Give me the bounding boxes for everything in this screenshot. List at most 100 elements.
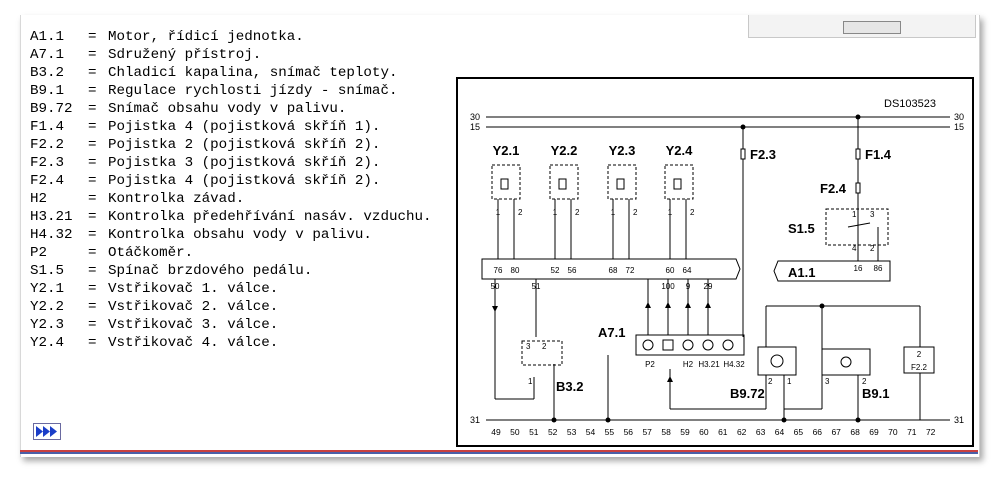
legend-equals: = (88, 209, 97, 225)
svg-text:76: 76 (494, 266, 503, 275)
legend-equals: = (88, 119, 97, 135)
diagram-id: DS103523 (884, 98, 936, 110)
legend-code: Y2.2 (30, 299, 65, 315)
legend-description: Pojistka 3 (pojistková skříň 2). (108, 155, 381, 171)
svg-text:2: 2 (575, 208, 580, 217)
legend-code: A7.1 (30, 47, 65, 63)
f23-label: F2.3 (750, 147, 776, 162)
legend-description: Vstřikovač 4. válce. (108, 335, 279, 351)
svg-text:2: 2 (862, 377, 867, 386)
svg-text:68: 68 (609, 266, 618, 275)
wiring-diagram-svg: DS103523 30 30 15 15 31 31 Y2.1 Y2.2 Y2.… (470, 98, 964, 437)
injector-y21 (491, 164, 521, 259)
legend-description: Spínač brzdového pedálu. (108, 263, 313, 279)
svg-text:H3.21: H3.21 (698, 360, 720, 369)
terminal-number: 64 (775, 427, 785, 437)
legend-equals: = (88, 263, 97, 279)
y23-label: Y2.3 (609, 143, 636, 158)
svg-text:52: 52 (551, 266, 560, 275)
f22-label: F2.2 (911, 363, 928, 372)
legend-description: Pojistka 4 (pojistková skříň 1). (108, 119, 381, 135)
triple-arrow-right-icon (36, 426, 57, 437)
legend-code: F2.4 (30, 173, 65, 189)
component-legend: A1.1=Motor, řídicí jednotka.A7.1=Sdružen… (30, 28, 458, 352)
legend-description: Vstřikovač 1. válce. (108, 281, 279, 297)
s15-label: S1.5 (788, 221, 815, 236)
legend-code: F2.2 (30, 137, 65, 153)
legend-code: B9.1 (30, 83, 65, 99)
svg-text:16: 16 (854, 264, 863, 273)
svg-text:3: 3 (825, 377, 830, 386)
terminal-number: 56 (624, 427, 634, 437)
terminal-number: 57 (642, 427, 652, 437)
legend-code: H2 (30, 191, 48, 207)
b32-label: B3.2 (556, 379, 583, 394)
legend-equals: = (88, 137, 97, 153)
svg-text:2: 2 (518, 208, 523, 217)
legend-description: Regulace rychlosti jízdy - snímač. (108, 83, 398, 99)
svg-text:2: 2 (870, 244, 875, 253)
ecu-pin-29: 29 (704, 282, 713, 291)
svg-text:P2: P2 (645, 360, 655, 369)
rail-15-left: 15 (470, 122, 480, 132)
svg-text:2: 2 (633, 208, 638, 217)
next-page-button[interactable] (33, 423, 61, 440)
terminal-number: 59 (680, 427, 690, 437)
svg-text:1: 1 (553, 208, 558, 217)
rail-31-right: 31 (954, 415, 964, 425)
legend-row: H2=Kontrolka závad. (30, 190, 458, 208)
svg-text:2: 2 (542, 342, 547, 351)
injector-y22 (549, 164, 579, 259)
f14-label: F1.4 (865, 147, 892, 162)
legend-row: B9.1=Regulace rychlosti jízdy - snímač. (30, 82, 458, 100)
legend-row: Y2.2=Vstřikovač 2. válce. (30, 298, 458, 316)
legend-row: F1.4=Pojistka 4 (pojistková skříň 1). (30, 118, 458, 136)
legend-description: Kontrolka obsahu vody v palivu. (108, 227, 372, 243)
svg-text:1: 1 (496, 208, 501, 217)
terminal-number: 58 (661, 427, 671, 437)
terminal-number: 69 (869, 427, 879, 437)
legend-code: H3.21 (30, 209, 73, 225)
legend-description: Pojistka 2 (pojistková skříň 2). (108, 137, 381, 153)
terminal-number: 67 (831, 427, 841, 437)
legend-row: H3.21=Kontrolka předehřívání nasáv. vzdu… (30, 208, 458, 226)
legend-code: B3.2 (30, 65, 65, 81)
rail-31-left: 31 (470, 415, 480, 425)
scrollbar-thumb[interactable] (843, 21, 901, 34)
legend-code: F2.3 (30, 155, 65, 171)
terminal-number: 71 (907, 427, 917, 437)
svg-text:2: 2 (917, 350, 922, 359)
legend-row: Y2.3=Vstřikovač 3. válce. (30, 316, 458, 334)
terminal-number: 60 (699, 427, 709, 437)
legend-equals: = (88, 173, 97, 189)
svg-text:1: 1 (668, 208, 673, 217)
y24-label: Y2.4 (666, 143, 694, 158)
legend-description: Kontrolka závad. (108, 191, 245, 207)
legend-row: P2=Otáčkoměr. (30, 244, 458, 262)
legend-code: S1.5 (30, 263, 65, 279)
legend-row: B9.72=Snímač obsahu vody v palivu. (30, 100, 458, 118)
svg-text:64: 64 (683, 266, 692, 275)
terminal-number: 54 (586, 427, 596, 437)
legend-row: A1.1=Motor, řídicí jednotka. (30, 28, 458, 46)
legend-description: Otáčkoměr. (108, 245, 194, 261)
terminal-number: 50 (510, 427, 520, 437)
terminal-number: 66 (813, 427, 823, 437)
terminal-number: 62 (737, 427, 747, 437)
rail-30-right: 30 (954, 112, 964, 122)
terminal-number: 65 (794, 427, 804, 437)
terminal-number: 55 (605, 427, 615, 437)
b972-label: B9.72 (730, 386, 765, 401)
y22-label: Y2.2 (551, 143, 578, 158)
svg-text:2: 2 (690, 208, 695, 217)
legend-row: S1.5 = Spínač brzdového pedálu. (30, 262, 458, 280)
svg-text:1: 1 (611, 208, 616, 217)
terminal-number: 51 (529, 427, 539, 437)
legend-row: B3.2=Chladicí kapalina, snímač teploty. (30, 64, 458, 82)
horizontal-scrollbar[interactable] (748, 15, 976, 38)
svg-text:4: 4 (852, 244, 857, 253)
a71-label: A7.1 (598, 325, 625, 340)
svg-text:3: 3 (870, 210, 875, 219)
legend-description: Vstřikovač 2. válce. (108, 299, 279, 315)
